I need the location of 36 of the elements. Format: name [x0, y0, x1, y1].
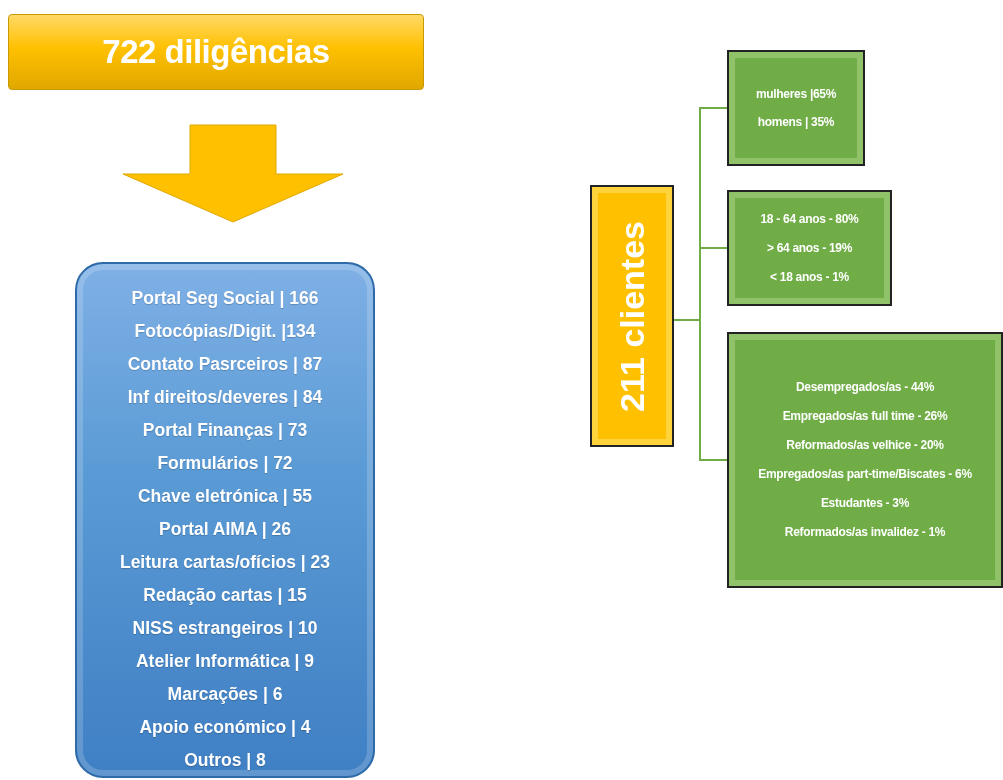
list-item: Contato Pasrceiros | 87 [127, 353, 323, 376]
stat-text: Empregados/as part-time/Biscates - 6% [758, 466, 972, 483]
list-item: Fotocópias/Digit. |134 [134, 320, 316, 343]
list-item: Atelier Informática | 9 [136, 650, 314, 673]
title-banner [8, 14, 424, 90]
stat-text: mulheres |65% [755, 86, 837, 103]
stat-box [727, 190, 892, 306]
stat-box [727, 332, 1003, 588]
list-item: Portal AIMA | 26 [159, 518, 291, 541]
connector-line [673, 319, 728, 461]
list-item: Portal Seg Social | 166 [131, 287, 319, 310]
stat-text: homens | 35% [757, 114, 835, 131]
list-item: NISS estrangeiros | 10 [132, 617, 318, 640]
list-item: Formulários | 72 [157, 452, 293, 475]
stat-text: 18 - 64 anos - 80% [760, 210, 859, 228]
down-arrow [122, 124, 344, 223]
list-item: Redação cartas | 15 [143, 584, 307, 607]
heading-text: 722 diligências [102, 33, 330, 71]
stat-text: Reformados/as invalidez - 1% [784, 524, 946, 541]
stat-box [727, 50, 865, 166]
stat-text: > 64 anos - 19% [766, 239, 853, 257]
list-item: Inf direitos/deveres | 84 [127, 386, 323, 409]
vertical-label: 211 clientes [612, 220, 652, 412]
list-item: Marcações | 6 [167, 683, 283, 706]
list-item: Portal Finanças | 73 [142, 419, 308, 442]
stat-text: Empregados/as full time - 26% [782, 408, 948, 425]
list-item: Chave eletrónica | 55 [137, 485, 313, 508]
list-item: Apoio económico | 4 [139, 716, 311, 739]
stat-text: Desempregados/as - 44% [795, 379, 935, 396]
list-item: Leitura cartas/ofícios | 23 [119, 551, 331, 574]
label-box [590, 185, 674, 447]
stat-text: Reformados/as velhice - 20% [786, 437, 944, 454]
stat-text: Estudantes - 3% [820, 495, 910, 512]
list-panel [75, 262, 375, 778]
stat-text: < 18 anos - 1% [770, 268, 849, 286]
list-item: Outros | 8 [184, 749, 266, 772]
